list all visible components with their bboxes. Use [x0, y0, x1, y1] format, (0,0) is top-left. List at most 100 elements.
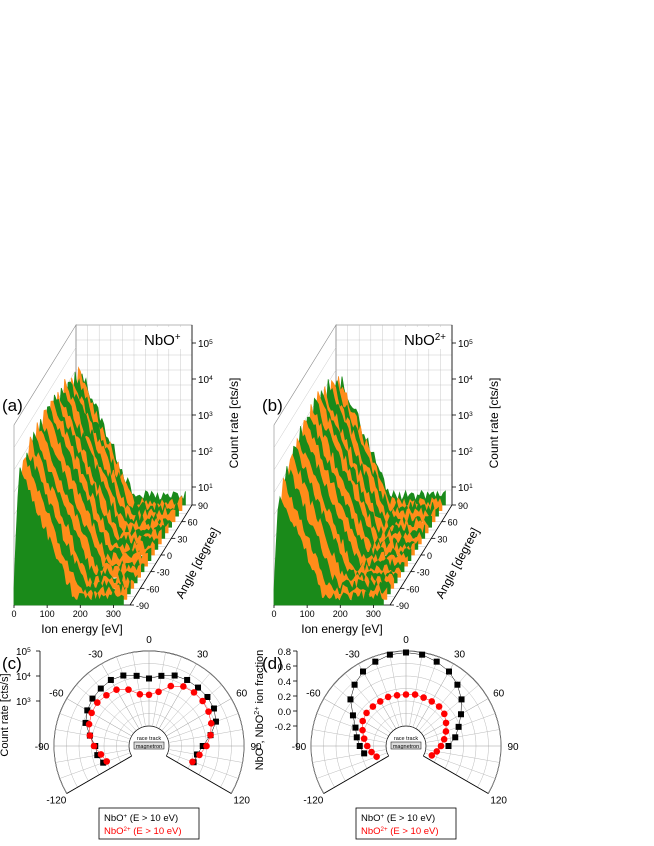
- angle-tick-label: 120: [490, 796, 507, 807]
- legend: NbO+ (E > 10 eV)NbO2+ (E > 10 eV): [355, 807, 457, 840]
- data-point: [360, 735, 368, 742]
- chart-title: NbO2+: [404, 332, 446, 350]
- legend-box: [98, 807, 200, 840]
- chart-title-main: NbO: [144, 332, 175, 349]
- chart-title: NbO+: [144, 332, 181, 350]
- angle-gridline: [425, 729, 500, 743]
- angle-gridline: [168, 749, 243, 763]
- data-point: [372, 658, 379, 665]
- magnetron-box: [390, 741, 422, 750]
- frame-spoke: [66, 755, 132, 794]
- inner-arc: [385, 725, 427, 757]
- x-tick-label: 0: [271, 609, 276, 619]
- z-tick-label-main: 10: [458, 339, 470, 350]
- angle-gridline: [132, 652, 146, 727]
- data-point: [207, 731, 214, 739]
- data-point: [369, 703, 377, 710]
- chart-title-sup: +: [175, 332, 181, 343]
- y-tick-label: -90: [396, 601, 409, 611]
- title-bg: [142, 327, 190, 349]
- x-tick-label: 100: [40, 609, 55, 619]
- angle-tick-label: -90: [292, 742, 307, 753]
- data-point: [361, 750, 368, 757]
- legend-entry-main: NbO: [361, 826, 381, 837]
- z-tick-label-sup: 4: [469, 375, 473, 382]
- data-point: [155, 688, 162, 696]
- legend-entry-rest: (E > 10 eV): [131, 826, 182, 837]
- angle-tick-label: 90: [250, 742, 262, 753]
- legend-entry-sup: 2+: [381, 826, 388, 833]
- radial-axis-label: Count rate [cts/s]: [0, 673, 11, 756]
- panel-label: (c): [2, 654, 22, 673]
- frame-spoke: [323, 755, 389, 794]
- data-point: [103, 691, 110, 699]
- data-point: [133, 672, 140, 679]
- data-point: [196, 751, 203, 759]
- inner-arc: [128, 725, 170, 757]
- angle-tick-label: -30: [88, 649, 103, 660]
- legend-entry: NbO2+ (E > 10 eV): [361, 826, 439, 838]
- data-point: [107, 676, 114, 683]
- spectrum-slice: [273, 495, 384, 606]
- z-axis-label: Count rate [cts/s]: [487, 378, 501, 469]
- data-point: [373, 753, 380, 760]
- data-point: [94, 752, 101, 759]
- data-point: [103, 758, 111, 765]
- data-point: [368, 748, 375, 756]
- angle-gridline: [167, 713, 239, 740]
- angle-tick-label: -30: [345, 649, 360, 660]
- angle-gridline: [323, 698, 389, 737]
- data-point: [457, 711, 464, 718]
- z-tick-label: 103: [458, 411, 473, 423]
- angle-gridline: [166, 698, 232, 737]
- legend-box: [355, 807, 457, 840]
- data-point: [100, 759, 107, 766]
- angle-gridline: [164, 684, 222, 734]
- data-point: [455, 723, 462, 730]
- data-point: [428, 752, 436, 759]
- data-point: [212, 718, 219, 725]
- radial-tick-label-main: 10: [16, 697, 28, 708]
- x-tick-label: 0: [11, 609, 16, 619]
- legend-entry: NbO2+ (E > 10 eV): [104, 826, 182, 838]
- y-tick-label: 90: [198, 501, 208, 511]
- panel-label: (b): [262, 396, 283, 415]
- radial-tick-label-main: 10: [16, 672, 28, 683]
- series-nbo-plus: [82, 672, 219, 766]
- data-point: [420, 694, 427, 701]
- data-point: [445, 743, 452, 749]
- data-point: [433, 748, 441, 755]
- angle-gridline: [158, 663, 197, 729]
- data-point: [180, 683, 187, 690]
- y-tick-label: 90: [458, 501, 468, 511]
- data-point: [204, 693, 211, 700]
- legend-entry-rest: (E > 10 eV): [384, 813, 435, 824]
- angle-tick-label: -60: [49, 689, 64, 700]
- angle-gridline: [312, 729, 387, 743]
- data-point: [359, 717, 366, 725]
- angle-gridline: [333, 684, 391, 734]
- z-axis-label: Count rate [cts/s]: [227, 378, 241, 469]
- data-point: [167, 682, 175, 690]
- data-point: [190, 689, 198, 696]
- z-tick-label-sup: 1: [469, 483, 473, 490]
- data-point: [433, 658, 440, 665]
- x-tick-label: 200: [333, 609, 348, 619]
- legend-entry-rest: (E > 10 eV): [388, 826, 439, 837]
- data-point: [203, 742, 210, 750]
- data-point: [454, 681, 461, 688]
- data-point: [97, 685, 104, 692]
- data-point: [82, 719, 89, 726]
- angle-tick-label: 0: [146, 635, 152, 646]
- magnetron-label: magnetron: [136, 744, 162, 750]
- data-point: [88, 709, 95, 717]
- data-point: [205, 708, 212, 715]
- angle-gridline: [424, 752, 496, 779]
- data-point: [210, 705, 217, 712]
- chart-title-main: NbO: [404, 332, 435, 349]
- radial-axis-label-sup: +: [253, 743, 261, 747]
- spectrum-slice: [13, 467, 124, 606]
